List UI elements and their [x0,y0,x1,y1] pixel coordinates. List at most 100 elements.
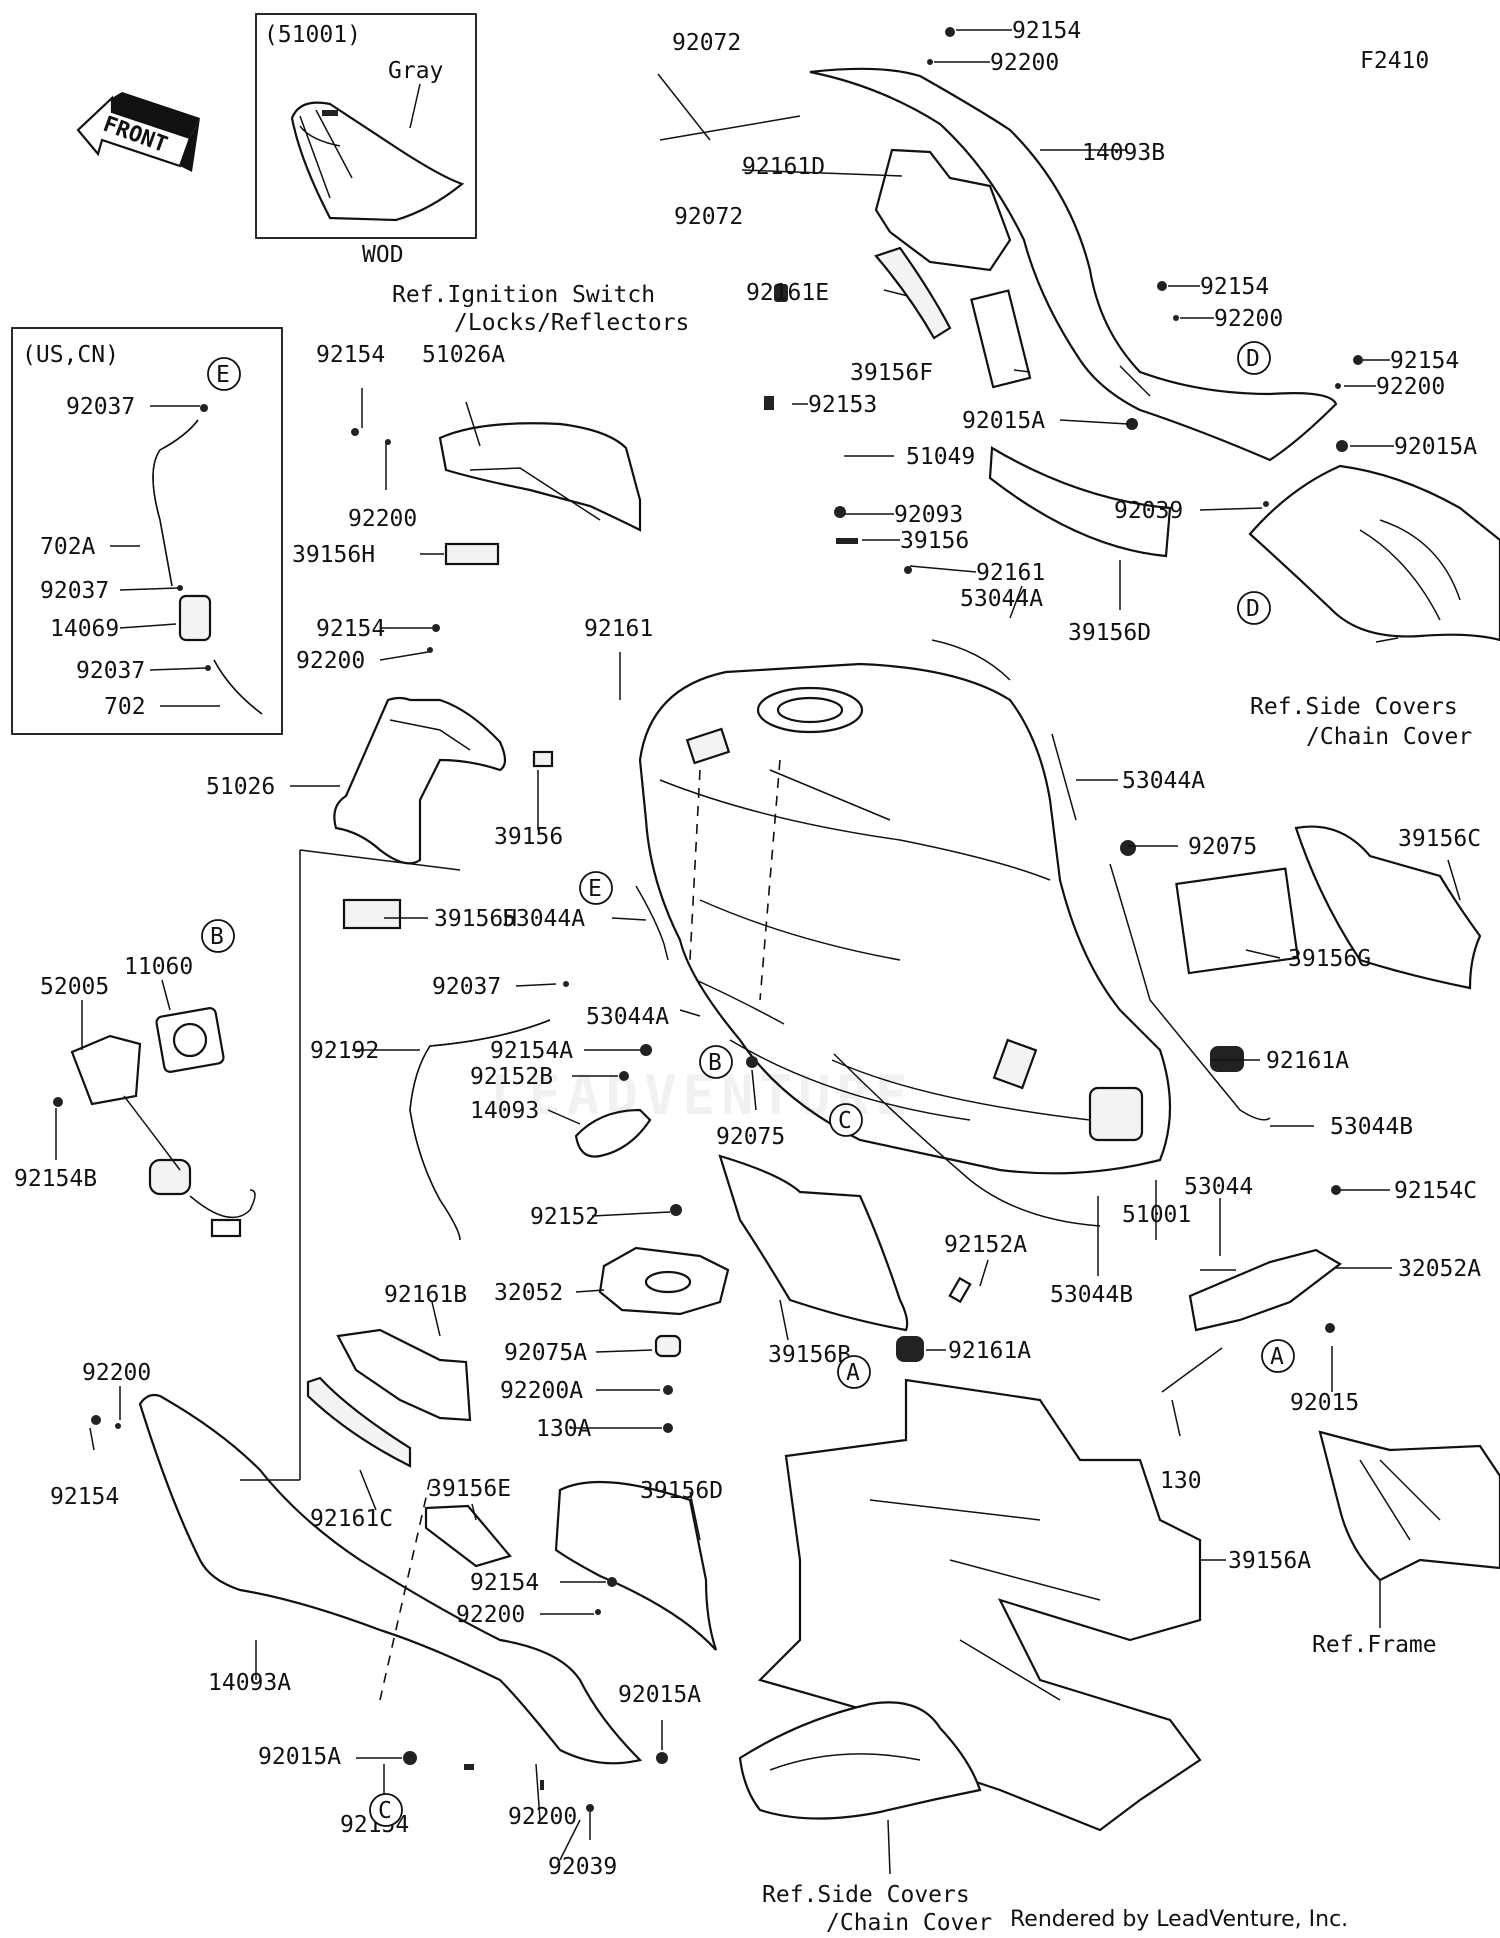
callout-81: 92015A [258,1744,341,1770]
marker-b-1: B [201,919,235,953]
callout-1: 92200 [990,50,1059,76]
callout-73: 92161C [310,1506,393,1532]
callout-59: 92152A [944,1232,1027,1258]
svg-text:A: A [1270,1344,1284,1370]
strip-92161e [874,246,952,340]
callout-19: 92161 [976,560,1045,586]
svg-text:E: E [588,876,602,902]
inset-wod-code: (51001) [264,22,361,48]
callout-56: 92154C [1394,1178,1477,1204]
callout-83: 92200 [508,1804,577,1830]
callout-35: 51026 [206,774,275,800]
callout-78: 39156A [1228,1548,1311,1574]
callout-23: 51026A [422,342,505,368]
callout-28: 92037 [40,578,109,604]
strip-53044a-left [695,979,785,1025]
callout-32: 92161 [584,616,653,642]
svg-text:C: C [838,1108,852,1134]
cover-14093b [809,67,1338,462]
callout-80: 92015A [618,1682,701,1708]
svg-text:D: D [1246,346,1260,372]
callout-53: 53044B [1330,1114,1413,1140]
pad-39156h-upper [444,542,500,566]
leader-lines [55,29,1461,1875]
strip-92161c [306,1376,412,1468]
rendered-by: Rendered by LeadVenture, Inc. [1010,1907,1348,1932]
callout-71: 92200 [82,1360,151,1386]
callout-77: 92200 [456,1602,525,1628]
svg-text:B: B [708,1050,722,1076]
hose-53044a-center [635,885,669,961]
letter-markers: E D D E B B C A A C [201,341,1295,1827]
callout-14: 92039 [1114,498,1183,524]
callout-18: 39156 [900,528,969,554]
callout-74: 39156E [428,1476,511,1502]
callout-40: 39156H [434,906,517,932]
svg-text:C: C [378,1798,392,1824]
callout-36: 39156 [494,824,563,850]
callout-7: 92154 [1200,274,1269,300]
callout-22: 92154 [316,342,385,368]
strip-53044a-upper [931,639,1011,681]
callout-26: 92037 [66,394,135,420]
inset-us-region: (US,CN) [22,342,119,368]
bracket-14093 [574,1108,652,1158]
callout-38: 92075 [1188,834,1257,860]
callout-47: 92192 [310,1038,379,1064]
callout-27: 702A [40,534,96,560]
marker-c-2: C [369,1793,403,1827]
callout-11: 39156F [850,360,933,386]
callout-labels: 92154 92200 92072 92072 92161D 14093B 92… [14,18,1481,1880]
callout-44: 53044A [586,1004,669,1030]
callout-24: 92200 [348,506,417,532]
callout-79: 14093A [208,1670,291,1696]
marker-e-top: E [207,357,241,391]
callout-58: 92152 [530,1204,599,1230]
callout-33: 92154 [316,616,385,642]
callout-52: 92075 [716,1124,785,1150]
callout-30: 92037 [76,658,145,684]
callout-25: 39156H [292,542,375,568]
callout-57: 51001 [1122,1202,1191,1228]
callout-55: 53044 [1184,1174,1253,1200]
callout-0: 92154 [1012,18,1081,44]
callout-31: 702 [104,694,146,720]
callout-29: 14069 [50,616,119,642]
ref-side-bottom-line1: Ref.Side Covers [762,1882,970,1908]
callout-20: 53044A [960,586,1043,612]
side-cover-right [1248,464,1500,642]
inset-wod: (51001) Gray WOD [255,13,477,268]
ref-side-bottom-line2: /Chain Cover [826,1910,992,1936]
callout-75: 39156D [640,1478,723,1504]
panel-51026 [333,696,507,865]
bracket-32052a [1188,1248,1342,1332]
side-cover-bottom [738,1701,982,1820]
callout-68: 92200A [500,1378,583,1404]
callout-45: 11060 [124,954,193,980]
ref-side-right-line1: Ref.Side Covers [1250,694,1458,720]
callout-10: 92200 [1376,374,1445,400]
frame-ref [1318,1430,1500,1582]
bracket-92161d [874,148,1012,272]
strip-53044b-right [1109,863,1271,1121]
ref-ignition-line2: /Locks/Reflectors [454,310,689,336]
strip-53044b-lower [833,1053,1101,1227]
marker-b-2: B [699,1045,733,1079]
watermark: LEADVENTURE [490,1064,914,1127]
damper-92075a [654,1334,682,1358]
svg-text:D: D [1246,596,1260,622]
callout-70: 130 [1160,1468,1202,1494]
svg-text:A: A [846,1360,860,1386]
callout-48: 92154A [490,1038,573,1064]
callout-16: 51049 [906,444,975,470]
marker-c-1: C [829,1103,863,1137]
callout-41: 53044A [502,906,585,932]
inset-wod-color: Gray [388,58,443,84]
fuel-pump-52005 [70,1007,256,1238]
inset-wod-caption: WOD [362,242,404,268]
pad-39156b [718,1154,909,1332]
diagram-code: F2410 [1360,48,1429,74]
callout-67: 92015 [1290,1390,1359,1416]
callout-43: 92037 [432,974,501,1000]
callout-17: 92093 [894,502,963,528]
